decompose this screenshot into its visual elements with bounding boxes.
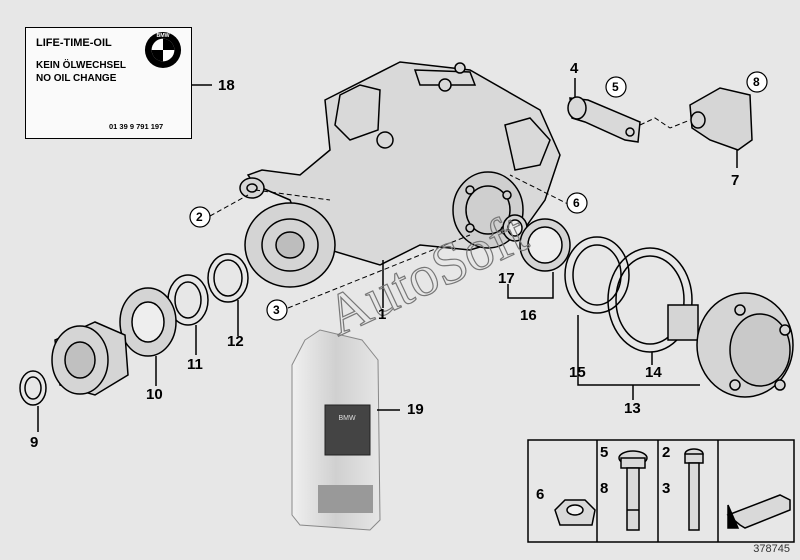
bearing-17 (502, 214, 571, 272)
hardware-panel (527, 439, 795, 543)
hardware-label-8: 8 (600, 480, 609, 497)
part-label-14: 14 (645, 364, 662, 381)
seal-ring-12 (207, 253, 249, 303)
housing-input-flange (244, 202, 336, 288)
callout-circles (189, 71, 768, 321)
input-flange-9 (51, 321, 129, 396)
seal-ring-14 (607, 247, 693, 353)
flange-nut-6 (554, 499, 596, 526)
part-label-13: 13 (624, 400, 641, 417)
part-label-7: 7 (731, 172, 740, 189)
part-label-12: 12 (227, 333, 244, 350)
part-callout-3: 3 (273, 303, 280, 317)
oil-card-title: LIFE-TIME-OIL (36, 37, 112, 49)
oil-bottle-19: BMW (291, 329, 381, 531)
output-flange-13 (667, 292, 794, 398)
hardware-label-3: 3 (662, 480, 671, 497)
hardware-label-2: 2 (662, 444, 671, 461)
shim-10 (119, 287, 177, 357)
oil-card-line1: KEIN ÖLWECHSEL (36, 60, 127, 71)
part-label-17: 17 (498, 270, 515, 287)
part-label-18: 18 (218, 77, 235, 94)
oil-card-part-number: 01 39 9 791 197 (109, 122, 164, 131)
part-label-15: 15 (569, 364, 586, 381)
bolt-5-8 (618, 450, 648, 531)
bmw-logo-letters: BMW (156, 33, 169, 39)
oil-card-line2: NO OIL CHANGE (36, 73, 117, 84)
part-label-11: 11 (187, 356, 203, 373)
bolt-2-3 (684, 448, 704, 531)
direction-arrow-icon (726, 494, 791, 529)
part-callout-2: 2 (196, 210, 203, 224)
diagram-reference-code: 378745 (753, 543, 790, 555)
bottle-label: BMW (338, 415, 356, 422)
part-label-4: 4 (570, 60, 579, 77)
bracket-4 (567, 96, 641, 143)
hardware-label-5: 5 (600, 444, 609, 461)
hardware-label-6: 6 (536, 486, 545, 503)
part-label-19: 19 (407, 401, 424, 418)
nut-9 (19, 370, 47, 406)
part-callout-8: 8 (753, 75, 760, 89)
part-label-9: 9 (30, 434, 39, 451)
part-label-16: 16 (520, 307, 537, 324)
rubber-mount-7 (689, 87, 753, 151)
part-callout-6: 6 (573, 196, 580, 210)
part-label-10: 10 (146, 386, 163, 403)
bmw-logo-icon: BMW (144, 31, 182, 69)
seal-ring-15 (564, 236, 630, 314)
mount-bushing-left (239, 177, 265, 199)
oil-info-card: LIFE-TIME-OIL KEIN ÖLWECHSEL NO OIL CHAN… (25, 27, 192, 139)
part-label-1: 1 (378, 306, 387, 323)
part-callout-5: 5 (612, 80, 619, 94)
